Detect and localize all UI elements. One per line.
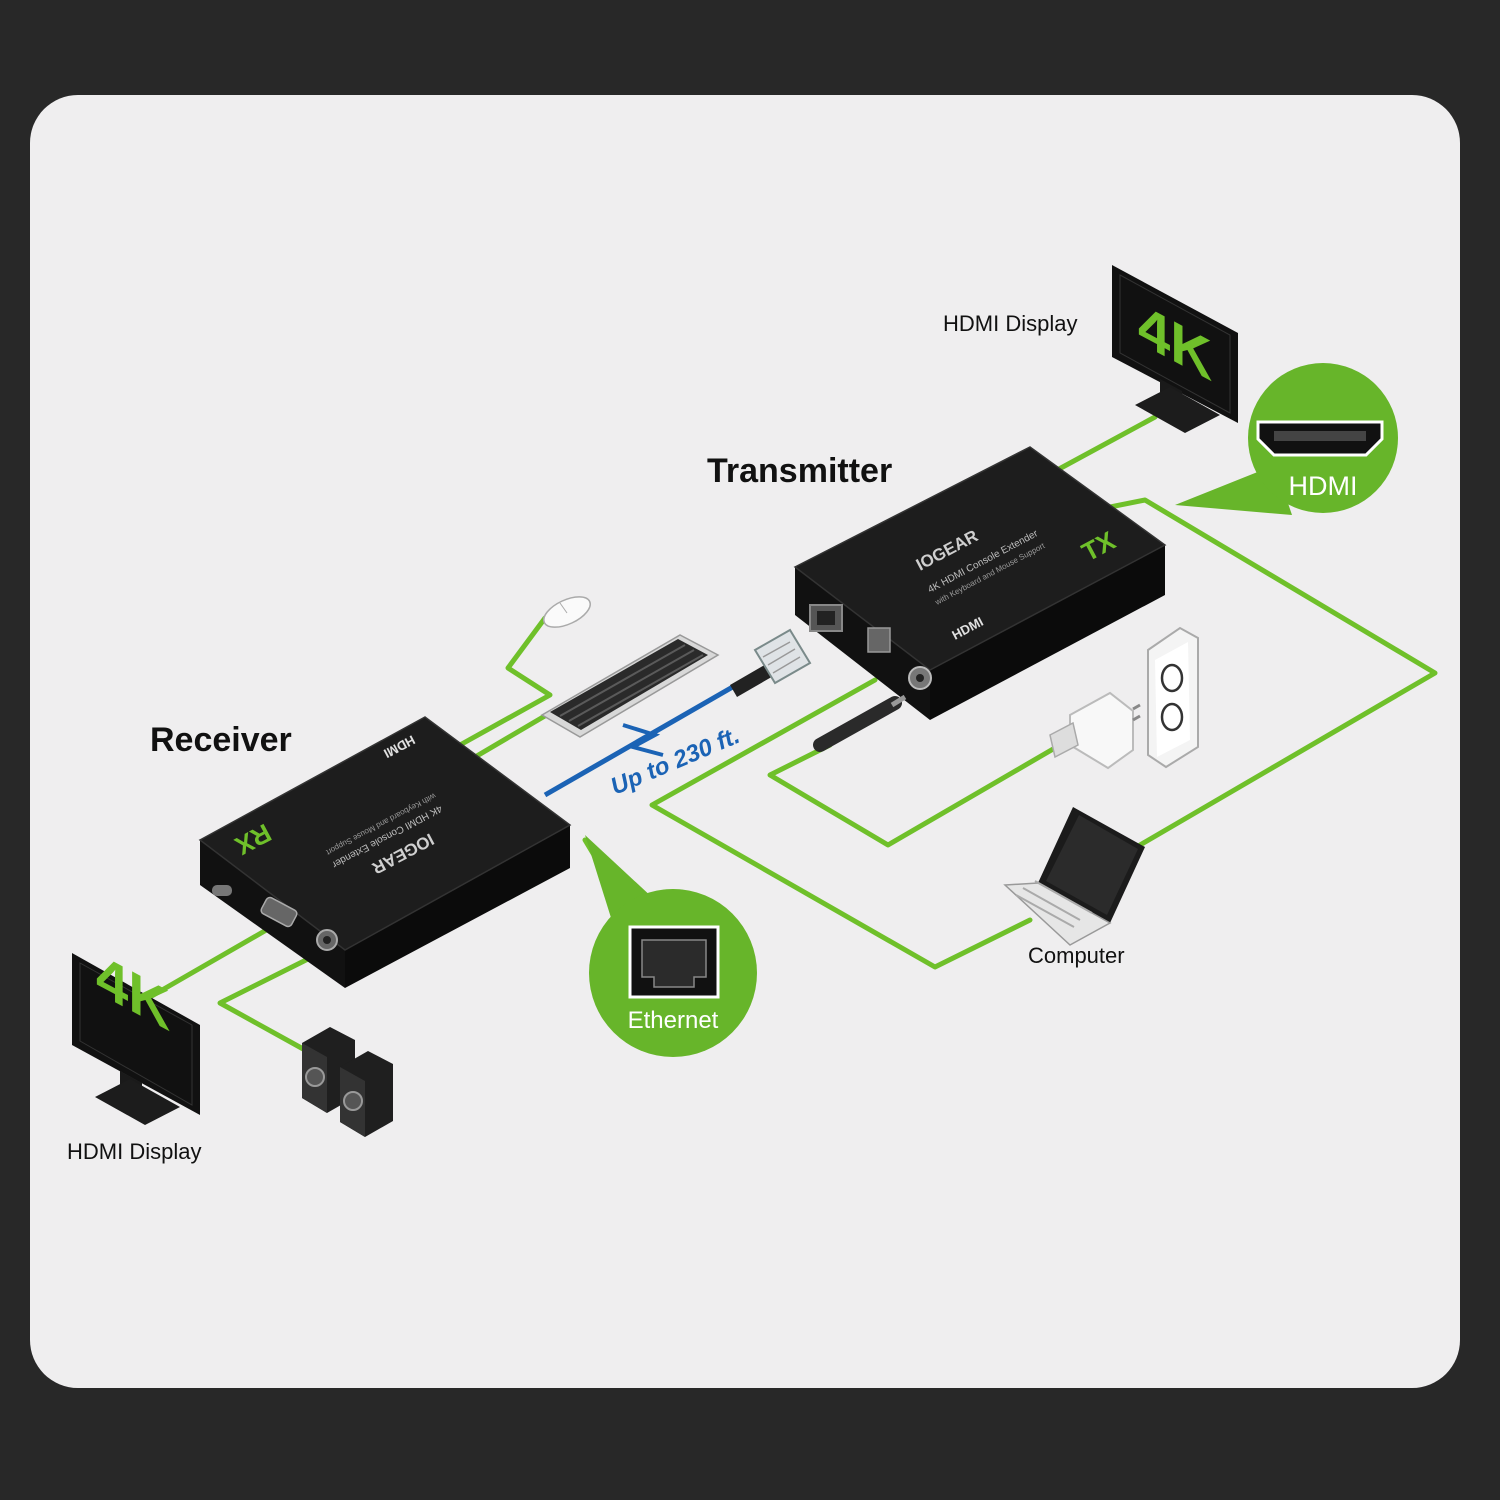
ethernet-port-icon xyxy=(628,925,720,999)
rj45-plug-icon xyxy=(730,628,812,697)
speakers-icon xyxy=(302,1027,393,1137)
break-mark-icon xyxy=(622,723,664,757)
cable-rx-to-mouse xyxy=(457,615,553,748)
wall-outlet-icon xyxy=(1147,626,1199,769)
ethernet-badge-label: Ethernet xyxy=(628,1007,719,1034)
transmitter-device: TX IOGEAR 4K HDMI Console Extender with … xyxy=(793,446,1167,720)
cable-computer-to-rx-loop xyxy=(649,677,1033,970)
cable-power xyxy=(767,742,1063,848)
hdmi-connector-icon xyxy=(1256,420,1384,457)
keyboard-icon xyxy=(540,634,720,738)
cable-rx-to-keyboard xyxy=(467,707,558,763)
tx-usb-port xyxy=(867,627,891,653)
mouse-icon xyxy=(543,596,591,628)
receiver-device: RX IOGEAR 4K HDMI Console Extender with … xyxy=(198,716,572,988)
cable-tx-to-display xyxy=(1045,414,1158,478)
tx-monitor-icon: 4K xyxy=(1112,265,1238,433)
diagram-card: Up to 230 ft. TX IOGEAR 4K HDMI Console … xyxy=(30,95,1460,1388)
rx-monitor-icon: 4K xyxy=(72,941,200,1125)
receiver-label: Receiver xyxy=(150,721,292,759)
hdmi-badge-label: HDMI xyxy=(1289,471,1358,501)
rx-usb-port xyxy=(212,885,232,896)
distance-label: Up to 230 ft. xyxy=(607,722,744,801)
rx-hdmi-port xyxy=(260,896,298,928)
transmitter-label: Transmitter xyxy=(707,452,893,490)
extender-diagram: Up to 230 ft. TX IOGEAR 4K HDMI Console … xyxy=(72,265,1438,1137)
cable-rx-to-display xyxy=(147,922,278,1000)
dc-plug-icon xyxy=(813,694,907,752)
laptop-icon xyxy=(1003,807,1145,946)
hdmi-badge: HDMI xyxy=(1175,363,1398,515)
ethernet-badge: Ethernet xyxy=(585,835,757,1057)
power-adapter-icon xyxy=(1049,691,1141,770)
cable-rx-to-speakers xyxy=(217,950,323,1053)
computer-label: Computer xyxy=(1028,943,1125,968)
tx-display-label: HDMI Display xyxy=(943,311,1078,336)
rx-display-label: HDMI Display xyxy=(67,1139,202,1164)
